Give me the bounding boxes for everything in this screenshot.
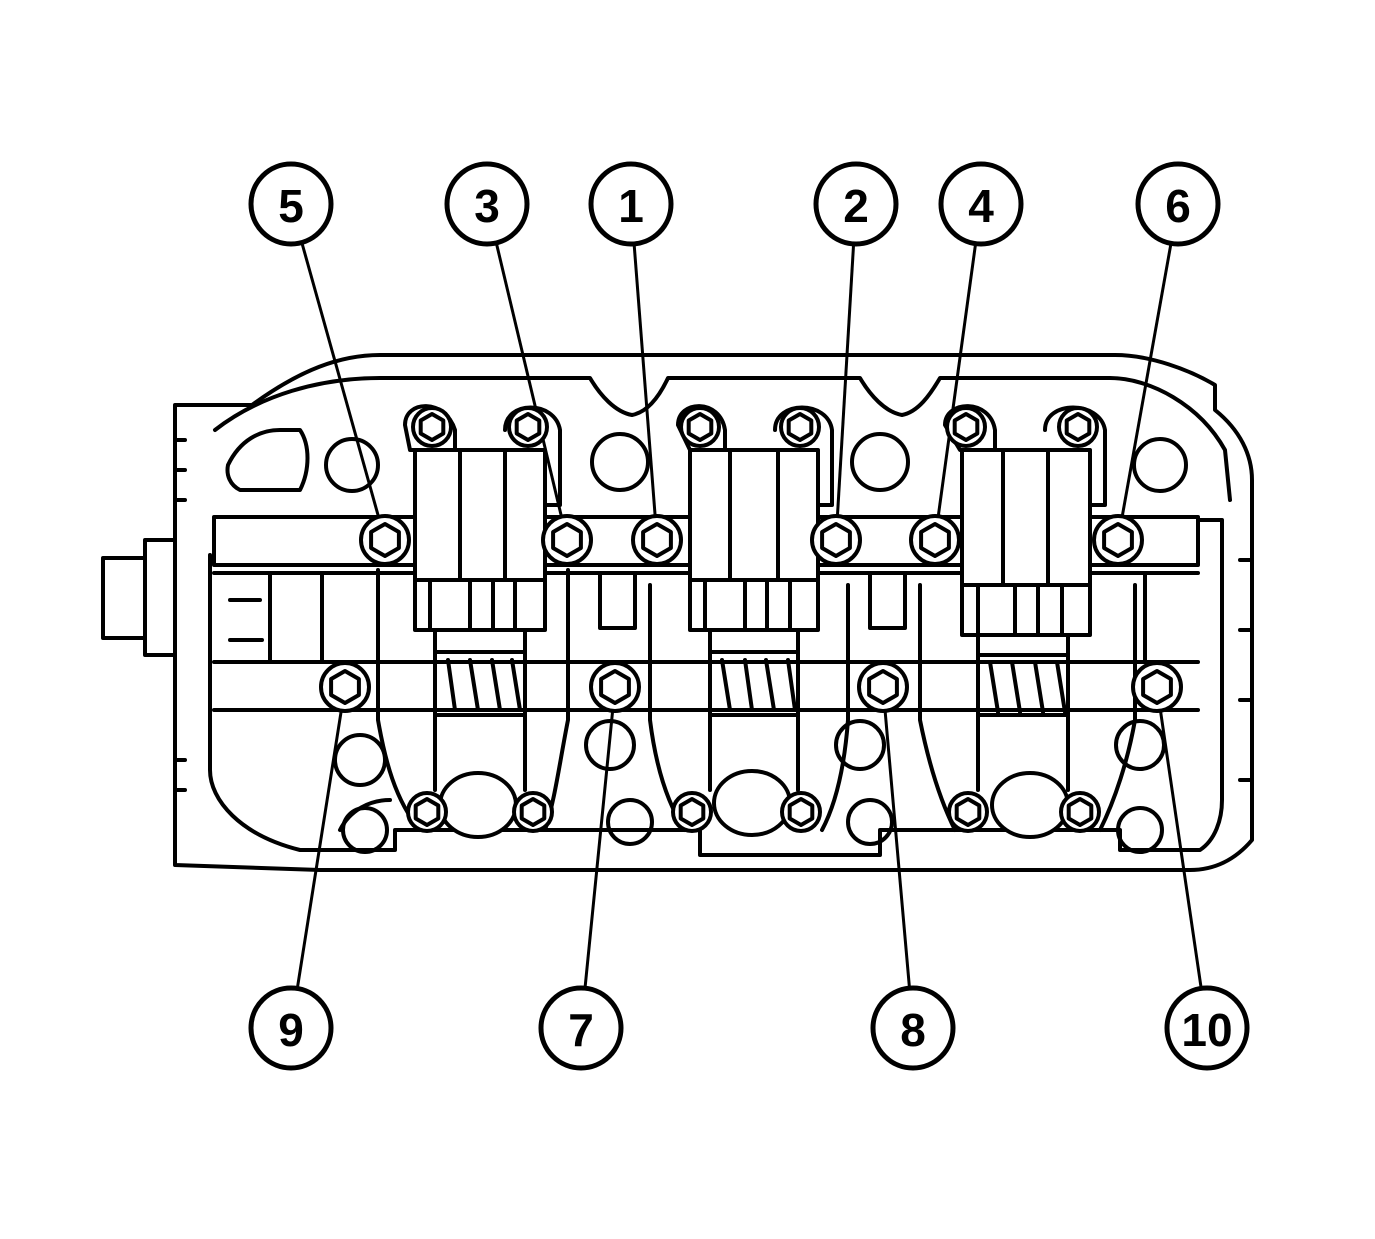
callout-number: 7: [568, 1004, 594, 1056]
head-bolt-1: [631, 514, 683, 566]
head-bolt-9: [319, 661, 371, 713]
aux-bolt: [679, 406, 721, 448]
callout-labels: 5 3 1 2 4 6 9 7 8 10: [248, 161, 1250, 1071]
callout-circle: [870, 985, 956, 1071]
aux-bolt: [411, 406, 453, 448]
rocker-assembly-left: [376, 404, 570, 839]
callout-circle: [938, 161, 1024, 247]
head-bolt-4: [909, 514, 961, 566]
callout-number: 2: [843, 180, 869, 232]
leader-line-2: [834, 243, 856, 541]
callout-7: 7: [538, 985, 624, 1071]
callout-circle: [813, 161, 899, 247]
aux-bolt: [947, 791, 989, 833]
head-bolt-3: [541, 514, 593, 566]
head-bolt-2: [810, 514, 862, 566]
callout-circle: [248, 985, 334, 1071]
leader-line-5: [300, 242, 387, 541]
leader-line-3: [494, 242, 569, 541]
head-bolt-7: [589, 661, 641, 713]
leader-line-8: [881, 686, 911, 989]
callout-number: 5: [278, 180, 304, 232]
callout-1: 1: [588, 161, 674, 247]
head-bolt-5: [359, 514, 411, 566]
leader-line-1: [632, 243, 659, 541]
aux-bolt: [507, 406, 549, 448]
callout-5: 5: [248, 161, 334, 247]
head-bolt-8: [857, 661, 909, 713]
aux-bolt: [779, 406, 821, 448]
aux-bolt: [406, 791, 448, 833]
callout-circle: [588, 161, 674, 247]
aux-bolt: [780, 791, 822, 833]
callout-circle: [1164, 985, 1250, 1071]
callout-number: 8: [900, 1004, 926, 1056]
callout-circle: [444, 161, 530, 247]
leader-line-6: [1116, 243, 1173, 541]
callout-6: 6: [1135, 161, 1221, 247]
callout-10: 10: [1164, 985, 1250, 1071]
callout-circle: [538, 985, 624, 1071]
callout-number: 10: [1181, 1004, 1232, 1056]
callout-number: 9: [278, 1004, 304, 1056]
rocker-assembly-center: [648, 404, 850, 837]
leader-lines: [295, 242, 1203, 989]
head-bolt-6: [1092, 514, 1144, 566]
aux-bolt: [1057, 406, 1099, 448]
aux-bolt: [945, 406, 987, 448]
callout-number: 1: [618, 180, 644, 232]
leader-line-4: [933, 243, 978, 541]
aux-bolt: [1059, 791, 1101, 833]
callout-2: 2: [813, 161, 899, 247]
callout-9: 9: [248, 985, 334, 1071]
aux-bolts: [406, 406, 1101, 833]
callout-8: 8: [870, 985, 956, 1071]
aux-bolt: [671, 791, 713, 833]
callout-number: 3: [474, 180, 500, 232]
callout-3: 3: [444, 161, 530, 247]
leader-line-9: [295, 686, 347, 989]
callout-number: 4: [968, 180, 994, 232]
leader-line-7: [583, 686, 617, 989]
callout-4: 4: [938, 161, 1024, 247]
callout-circle: [248, 161, 334, 247]
leader-line-10: [1155, 686, 1203, 989]
head-bolt-10: [1131, 661, 1183, 713]
callout-number: 6: [1165, 180, 1191, 232]
rocker-assembly-right: [918, 404, 1137, 839]
callout-circle: [1135, 161, 1221, 247]
aux-bolt: [512, 791, 554, 833]
numbered-bolts: [319, 514, 1183, 713]
